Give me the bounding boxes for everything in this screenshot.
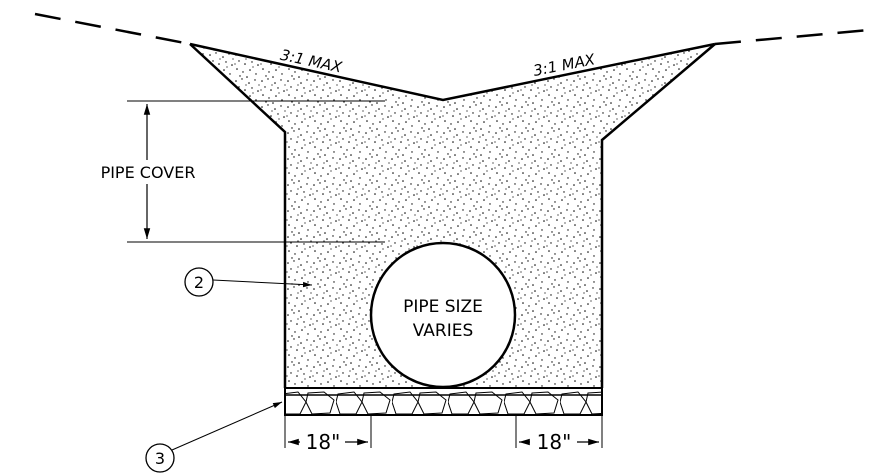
- pipe-cover-label: PIPE COVER: [101, 163, 196, 182]
- pipe-label-line1: PIPE SIZE: [403, 297, 483, 317]
- callout-circle-icon: [145, 443, 175, 473]
- callout-bedding-number: 3: [155, 449, 165, 468]
- dimension-left-label: 18": [306, 430, 341, 454]
- existing-ground-line: [34, 12, 869, 46]
- trench-outline: [189, 42, 716, 388]
- pipe-label-line2: VARIES: [413, 321, 474, 341]
- pipe-cover-dimension: PIPE COVER: [82, 100, 385, 243]
- callout-backfill: 2: [184, 267, 313, 297]
- pipe: PIPE SIZE VARIES: [369, 241, 517, 389]
- dimension-left: 18": [284, 415, 372, 454]
- callout-bedding: 3: [145, 401, 283, 473]
- bedding-layer: [284, 387, 603, 416]
- dimension-right: 18": [515, 415, 603, 454]
- callout-backfill-number: 2: [194, 273, 204, 292]
- dimension-right-label: 18": [537, 430, 572, 454]
- callout-circle-icon: [184, 267, 214, 297]
- backfill-fill: [190, 44, 715, 388]
